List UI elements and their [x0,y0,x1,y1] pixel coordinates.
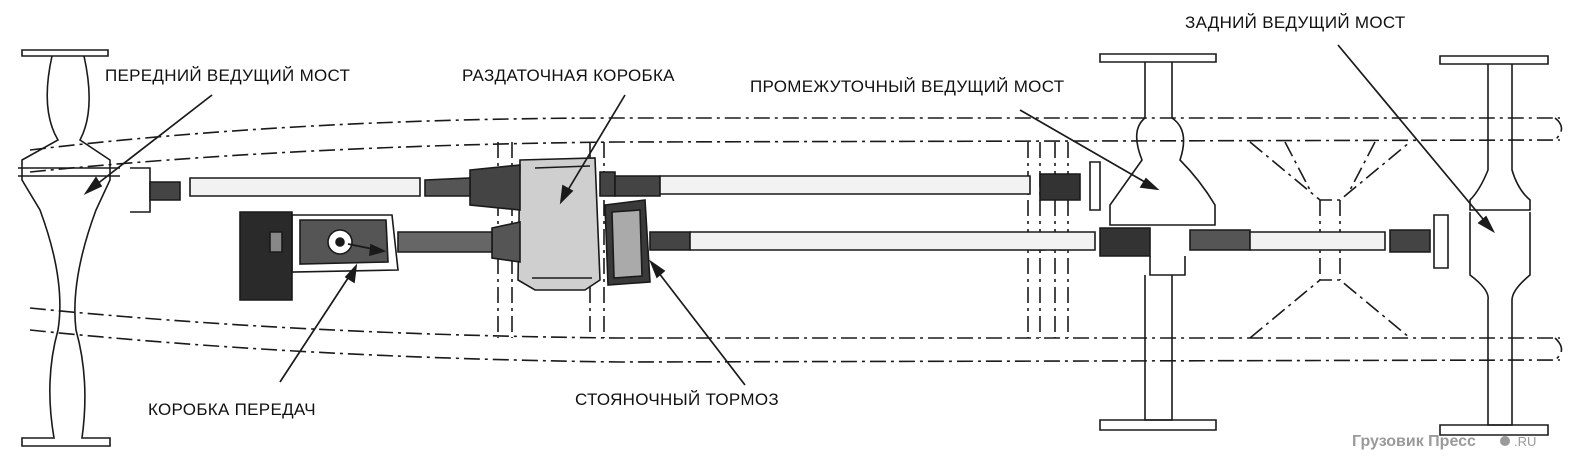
rear-axle [1433,55,1549,436]
transfer-case [469,157,601,291]
label-middle-axle: ПРОМЕЖУТОЧНЫЙ ВЕДУЩИЙ МОСТ [750,77,1064,96]
label-rear-axle: ЗАДНИЙ ВЕДУЩИЙ МОСТ [1185,13,1406,32]
arrow-front-axle [83,94,213,196]
label-transfer-case: РАЗДАТОЧНАЯ КОРОБКА [462,66,675,85]
middle-axle [1089,53,1217,431]
arrow-parking-brake [649,259,746,386]
arrow-rear-axle [1337,44,1496,234]
front-axle [18,49,151,447]
label-parking-brake: СТОЯНОЧНЫЙ ТОРМОЗ [575,390,779,409]
arrow-gearbox-inner [347,243,387,257]
label-gearbox: КОРОБКА ПЕРЕДАЧ [148,400,316,419]
arrow-gearbox [279,263,358,383]
watermark-domain: .RU [1514,434,1536,449]
watermark: Грузовик Пресс .RU [1352,433,1536,450]
gearbox [239,211,399,301]
arrow-middle-axle [1019,109,1160,191]
watermark-brand: Грузовик Пресс [1352,433,1476,450]
parking-brake [599,171,651,286]
pointer-arrows [83,44,1496,386]
arrow-transfer-case [559,94,626,205]
propeller-shafts [149,173,1431,257]
label-front-axle: ПЕРЕДНИЙ ВЕДУЩИЙ МОСТ [105,66,350,85]
watermark-dot-icon [1500,436,1510,446]
